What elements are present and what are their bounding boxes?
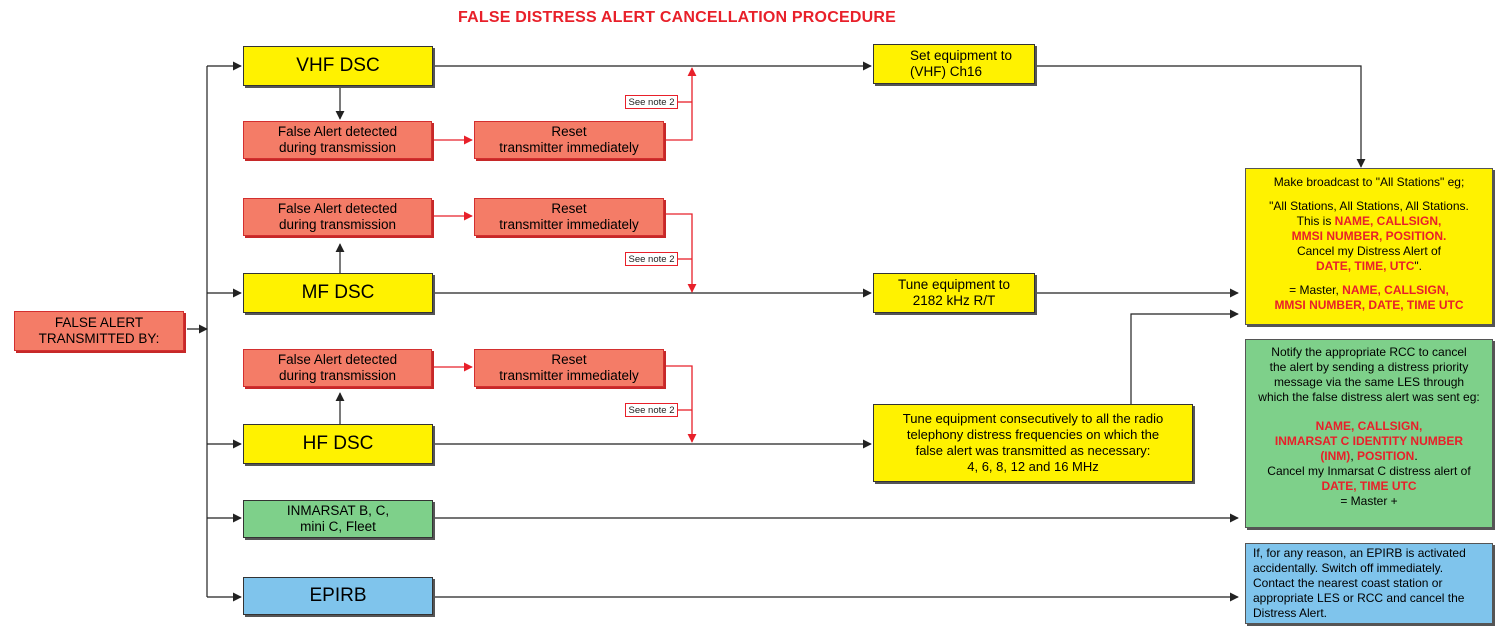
mf-dsc-box: MF DSC: [243, 273, 433, 313]
epirb-action-line1: If, for any reason, an EPIRB is activate…: [1253, 546, 1466, 560]
hf-action-line2: telephony distress frequencies on which …: [906, 426, 1160, 442]
epirb-action-line3: Contact the nearest coast station or: [1253, 576, 1443, 590]
broadcast-line3: MMSI NUMBER, POSITION.: [1291, 229, 1447, 243]
rcc-line9: DATE, TIME UTC: [1321, 479, 1417, 493]
broadcast-line2-emph: NAME, CALLSIGN,: [1334, 214, 1442, 228]
hf-action-line4: 4, 6, 8, 12 and 16 MHz: [967, 459, 1099, 475]
rcc-line7-position: POSITION: [1356, 449, 1415, 463]
mf-action-line1: Tune equipment to: [897, 276, 1011, 292]
detected-line2: during transmission: [278, 217, 397, 232]
vhf-reset-box: Reset transmitter immediately: [474, 121, 664, 159]
hf-action-line1: Tune equipment consecutively to all the …: [902, 410, 1164, 426]
rcc-line7-inm: (INM): [1320, 449, 1351, 463]
broadcast-line7: MMSI NUMBER, DATE, TIME UTC: [1274, 298, 1464, 312]
note-label-hf: See note 2: [625, 403, 678, 417]
vhf-action-box: Set equipment to (VHF) Ch16: [873, 44, 1035, 84]
rcc-line6: INMARSAT C IDENTITY NUMBER: [1274, 434, 1464, 448]
rcc-line7-end: .: [1414, 449, 1418, 463]
reset-line1: Reset: [551, 123, 587, 139]
broadcast-line5: DATE, TIME, UTC".: [1246, 259, 1492, 274]
epirb-action-box: If, for any reason, an EPIRB is activate…: [1245, 543, 1493, 624]
epirb-action-line5: Distress Alert.: [1253, 606, 1328, 620]
broadcast-line6-emph: NAME, CALLSIGN,: [1342, 283, 1449, 297]
hf-dsc-box: HF DSC: [243, 424, 433, 464]
reset-line1: Reset: [551, 200, 587, 216]
detected-line1: False Alert detected: [277, 351, 398, 367]
epirb-action-line2: accidentally. Switch off immediately.: [1253, 561, 1444, 575]
hf-reset-box: Reset transmitter immediately: [474, 349, 664, 387]
vhf-detected-box: False Alert detected during transmission: [243, 121, 432, 159]
source-line1: FALSE ALERT: [54, 314, 144, 330]
note-label-vhf: See note 2: [625, 95, 678, 109]
inmarsat-box: INMARSAT B, C, mini C, Fleet: [243, 500, 433, 538]
rcc-line5: NAME, CALLSIGN,: [1315, 419, 1423, 433]
vhf-dsc-box: VHF DSC: [243, 46, 433, 86]
rcc-line2: the alert by sending a distress priority: [1269, 360, 1469, 374]
rcc-line3: message via the same LES through: [1273, 375, 1465, 389]
rcc-line4: which the false distress alert was sent …: [1258, 390, 1480, 404]
rcc-line10: = Master +: [1340, 494, 1398, 508]
detected-line2: during transmission: [278, 368, 397, 383]
inmarsat-line2: mini C, Fleet: [300, 519, 376, 534]
false-alert-source-box: FALSE ALERT TRANSMITTED BY:: [14, 311, 184, 351]
note-label-mf: See note 2: [625, 252, 678, 266]
broadcast-line2-prefix: This is: [1296, 214, 1335, 228]
rcc-line7-sep: ,: [1350, 449, 1357, 463]
vhf-action-line2: (VHF) Ch16: [910, 64, 983, 79]
detected-line2: during transmission: [278, 140, 397, 155]
broadcast-line5-suffix: ".: [1414, 259, 1423, 273]
hf-detected-box: False Alert detected during transmission: [243, 349, 432, 387]
broadcast-line4: Cancel my Distress Alert of: [1296, 244, 1442, 258]
broadcast-box: Make broadcast to "All Stations" eg; "Al…: [1245, 168, 1493, 325]
reset-line2: transmitter immediately: [499, 217, 639, 232]
broadcast-line6-prefix: = Master,: [1289, 283, 1343, 297]
broadcast-intro: Make broadcast to "All Stations" eg;: [1273, 175, 1465, 189]
mf-detected-box: False Alert detected during transmission: [243, 198, 432, 236]
hf-action-line3: false alert was transmitted as necessary…: [915, 443, 1151, 458]
mf-action-box: Tune equipment to 2182 kHz R/T: [873, 273, 1035, 313]
rcc-line8: Cancel my Inmarsat C distress alert of: [1267, 464, 1471, 478]
hf-action-box: Tune equipment consecutively to all the …: [873, 404, 1193, 482]
epirb-action-line4: appropriate LES or RCC and cancel the: [1253, 591, 1465, 605]
diagram-title: FALSE DISTRESS ALERT CANCELLATION PROCED…: [458, 9, 896, 26]
broadcast-line5-emph: DATE, TIME, UTC: [1315, 259, 1415, 273]
mf-action-line2: 2182 kHz R/T: [912, 293, 996, 308]
broadcast-line6: = Master, NAME, CALLSIGN,: [1246, 283, 1492, 298]
rcc-notify-box: Notify the appropriate RCC to cancel the…: [1245, 339, 1493, 528]
reset-line2: transmitter immediately: [499, 140, 639, 155]
detected-line1: False Alert detected: [277, 200, 398, 216]
reset-line2: transmitter immediately: [499, 368, 639, 383]
detected-line1: False Alert detected: [277, 123, 398, 139]
broadcast-line2: This is NAME, CALLSIGN,: [1246, 214, 1492, 229]
rcc-line7: (INM), POSITION.: [1246, 449, 1492, 464]
reset-line1: Reset: [551, 351, 587, 367]
epirb-box: EPIRB: [243, 577, 433, 615]
rcc-line1: Notify the appropriate RCC to cancel: [1271, 345, 1467, 359]
inmarsat-line1: INMARSAT B, C,: [286, 502, 390, 518]
source-line2: TRANSMITTED BY:: [38, 331, 160, 346]
vhf-action-line1: Set equipment to: [910, 47, 1013, 63]
broadcast-line1: "All Stations, All Stations, All Station…: [1269, 199, 1469, 213]
mf-reset-box: Reset transmitter immediately: [474, 198, 664, 236]
